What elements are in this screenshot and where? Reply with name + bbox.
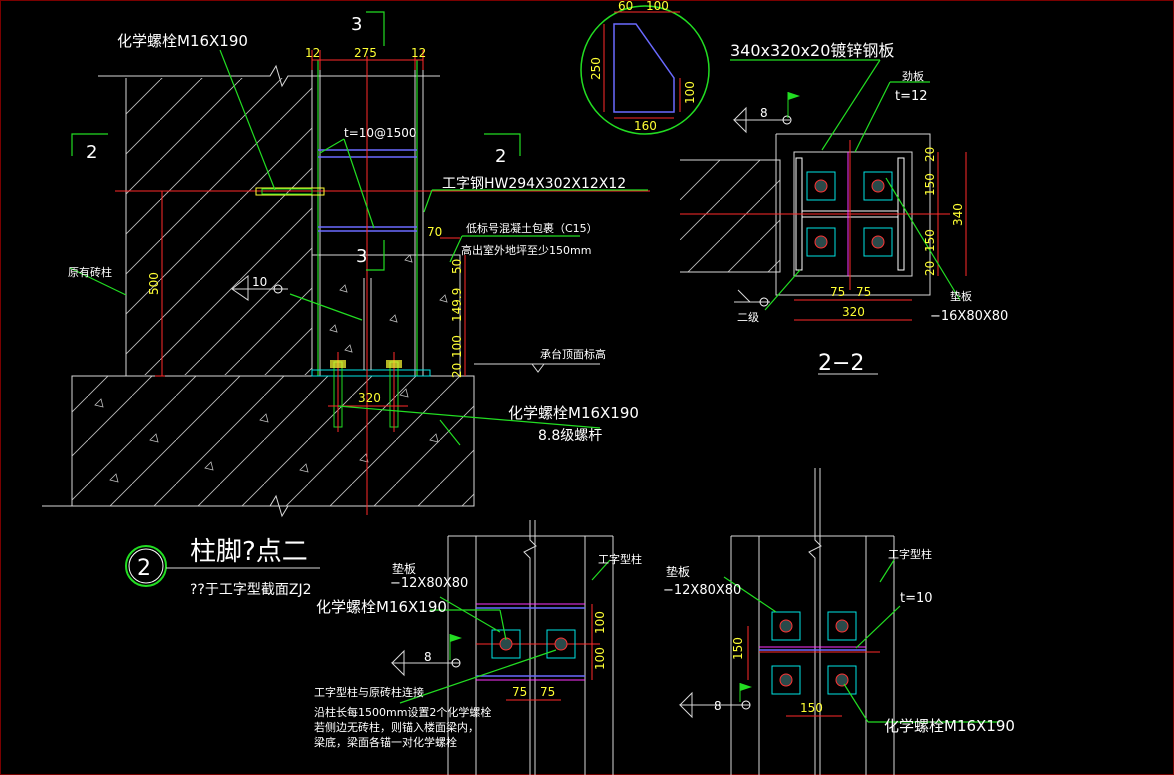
dim-150b-b: 150: [800, 701, 823, 715]
break-line-top: [98, 64, 440, 88]
concrete-note-2: 高出室外地坪至少150mm: [461, 243, 591, 257]
concrete-encasement: [311, 254, 461, 377]
plate-t-label: t=10@1500: [344, 126, 417, 140]
weld-8-2-2: 8: [760, 106, 768, 120]
sec-2-right: 2: [495, 146, 506, 167]
stiffener-t: t=12: [895, 89, 928, 104]
note-3-a: 梁底，梁面各锚一对化学螺栓: [314, 735, 457, 749]
chem-bolt-top: [255, 187, 325, 196]
dim-320-2-2: 320: [842, 305, 865, 319]
bolt-label-a: 化学螺栓M16X190: [316, 598, 447, 616]
main-elevation: [42, 11, 650, 518]
pad-label-a: 垫板: [392, 561, 416, 576]
section-title-2-2: 2−2: [818, 351, 864, 376]
detail-dim-100b: 100: [683, 81, 697, 104]
detail-dim-60: 60: [618, 0, 633, 13]
detail-dim-250: 250: [589, 57, 603, 80]
section-2-2: [680, 59, 967, 375]
note-title-a: 工字型柱与原砖柱连接: [314, 685, 424, 699]
base-plate: [311, 369, 431, 377]
dim-20a-2-2: 20: [923, 147, 937, 162]
col-label-b: 工字型柱: [888, 547, 932, 561]
beam-label: 工字钢HW294X302X12X12: [442, 176, 626, 192]
dim-320-main: 320: [358, 391, 381, 405]
title-subtitle: ??于工字型截面ZJ2: [190, 582, 312, 598]
dim-149-9: 149.9: [450, 288, 464, 322]
dim-100: 100: [450, 335, 464, 358]
dim-150a-2-2: 150: [923, 173, 937, 196]
stiffener-label: 劲板: [902, 69, 924, 83]
dim-340-2-2: 340: [951, 203, 965, 226]
plate-label-2-2: 340x320x20镀锌钢板: [730, 41, 894, 60]
pad-size-b: −12X80X80: [663, 583, 741, 598]
title-block: [125, 545, 320, 587]
dim-70: 70: [427, 225, 442, 239]
weld-10: 10: [252, 275, 267, 289]
dim-12b: 12: [411, 46, 426, 60]
pad-label-2-2: 垫板: [950, 289, 972, 303]
pad-label-b: 垫板: [666, 564, 690, 579]
weld-8-b: 8: [714, 699, 722, 713]
conn-detail-a: [390, 520, 614, 775]
concrete-marks: [94, 254, 448, 483]
bolt-top-label: 化学螺栓M16X190: [117, 32, 248, 50]
section-mark-2-right: [484, 133, 521, 156]
section-mark-3-bottom: [366, 240, 385, 271]
sec-3-bottom: 3: [356, 246, 367, 267]
dim-100b-a: 100: [593, 647, 607, 670]
dim-75a-a: 75: [512, 685, 527, 699]
title-text: 柱脚?点二: [190, 537, 308, 567]
brick-wall: [126, 78, 312, 375]
grade-label: 二级: [737, 311, 759, 324]
plate-t-b: t=10: [900, 591, 933, 606]
dim-20b-2-2: 20: [923, 261, 937, 276]
col-label-a: 工字型柱: [598, 552, 642, 566]
bolt-bottom-1: 化学螺栓M16X190: [508, 404, 639, 422]
dim-12a: 12: [305, 46, 320, 60]
section-mark-3-top: [366, 11, 385, 46]
concrete-note-1: 低标号混凝土包裹（C15）: [466, 221, 598, 235]
elev-label: 承台顶面标高: [540, 347, 606, 361]
dim-150b-2-2: 150: [923, 229, 937, 252]
dim-75b-a: 75: [540, 685, 555, 699]
dim-500: 500: [147, 272, 161, 295]
bolt-label-b: 化学螺栓M16X190: [884, 717, 1015, 735]
detail-dim-100a: 100: [646, 0, 669, 13]
dim-75b-2-2: 75: [856, 285, 871, 299]
sec-2-left: 2: [86, 142, 97, 163]
note-1-a: 沿柱长每1500mm设置2个化学螺栓: [314, 705, 491, 719]
title-num: 2: [137, 556, 151, 581]
dim-275: 275: [354, 46, 377, 60]
dim-50: 50: [450, 259, 464, 274]
dim-100a-a: 100: [593, 611, 607, 634]
detail-dim-160: 160: [634, 119, 657, 133]
bolts-2-2: [806, 171, 893, 257]
pad-size-2-2: −16X80X80: [930, 309, 1008, 324]
dim-75a-2-2: 75: [830, 285, 845, 299]
pad-size-a: −12X80X80: [390, 576, 468, 591]
detail-circle: [580, 5, 710, 135]
sec-3-top: 3: [351, 14, 362, 35]
note-2-a: 若侧边无砖柱，则锚入楼面梁内，: [314, 720, 479, 734]
dim-150a-b: 150: [731, 637, 745, 660]
section-mark-2-left: [71, 133, 108, 156]
bolt-bottom-2: 8.8级螺杆: [538, 428, 602, 444]
weld-8-a: 8: [424, 650, 432, 664]
conn-detail-b: [678, 468, 1000, 775]
dim-20: 20: [450, 363, 464, 378]
left-label: 原有砖柱: [68, 265, 112, 279]
foundation-block: [72, 376, 474, 506]
